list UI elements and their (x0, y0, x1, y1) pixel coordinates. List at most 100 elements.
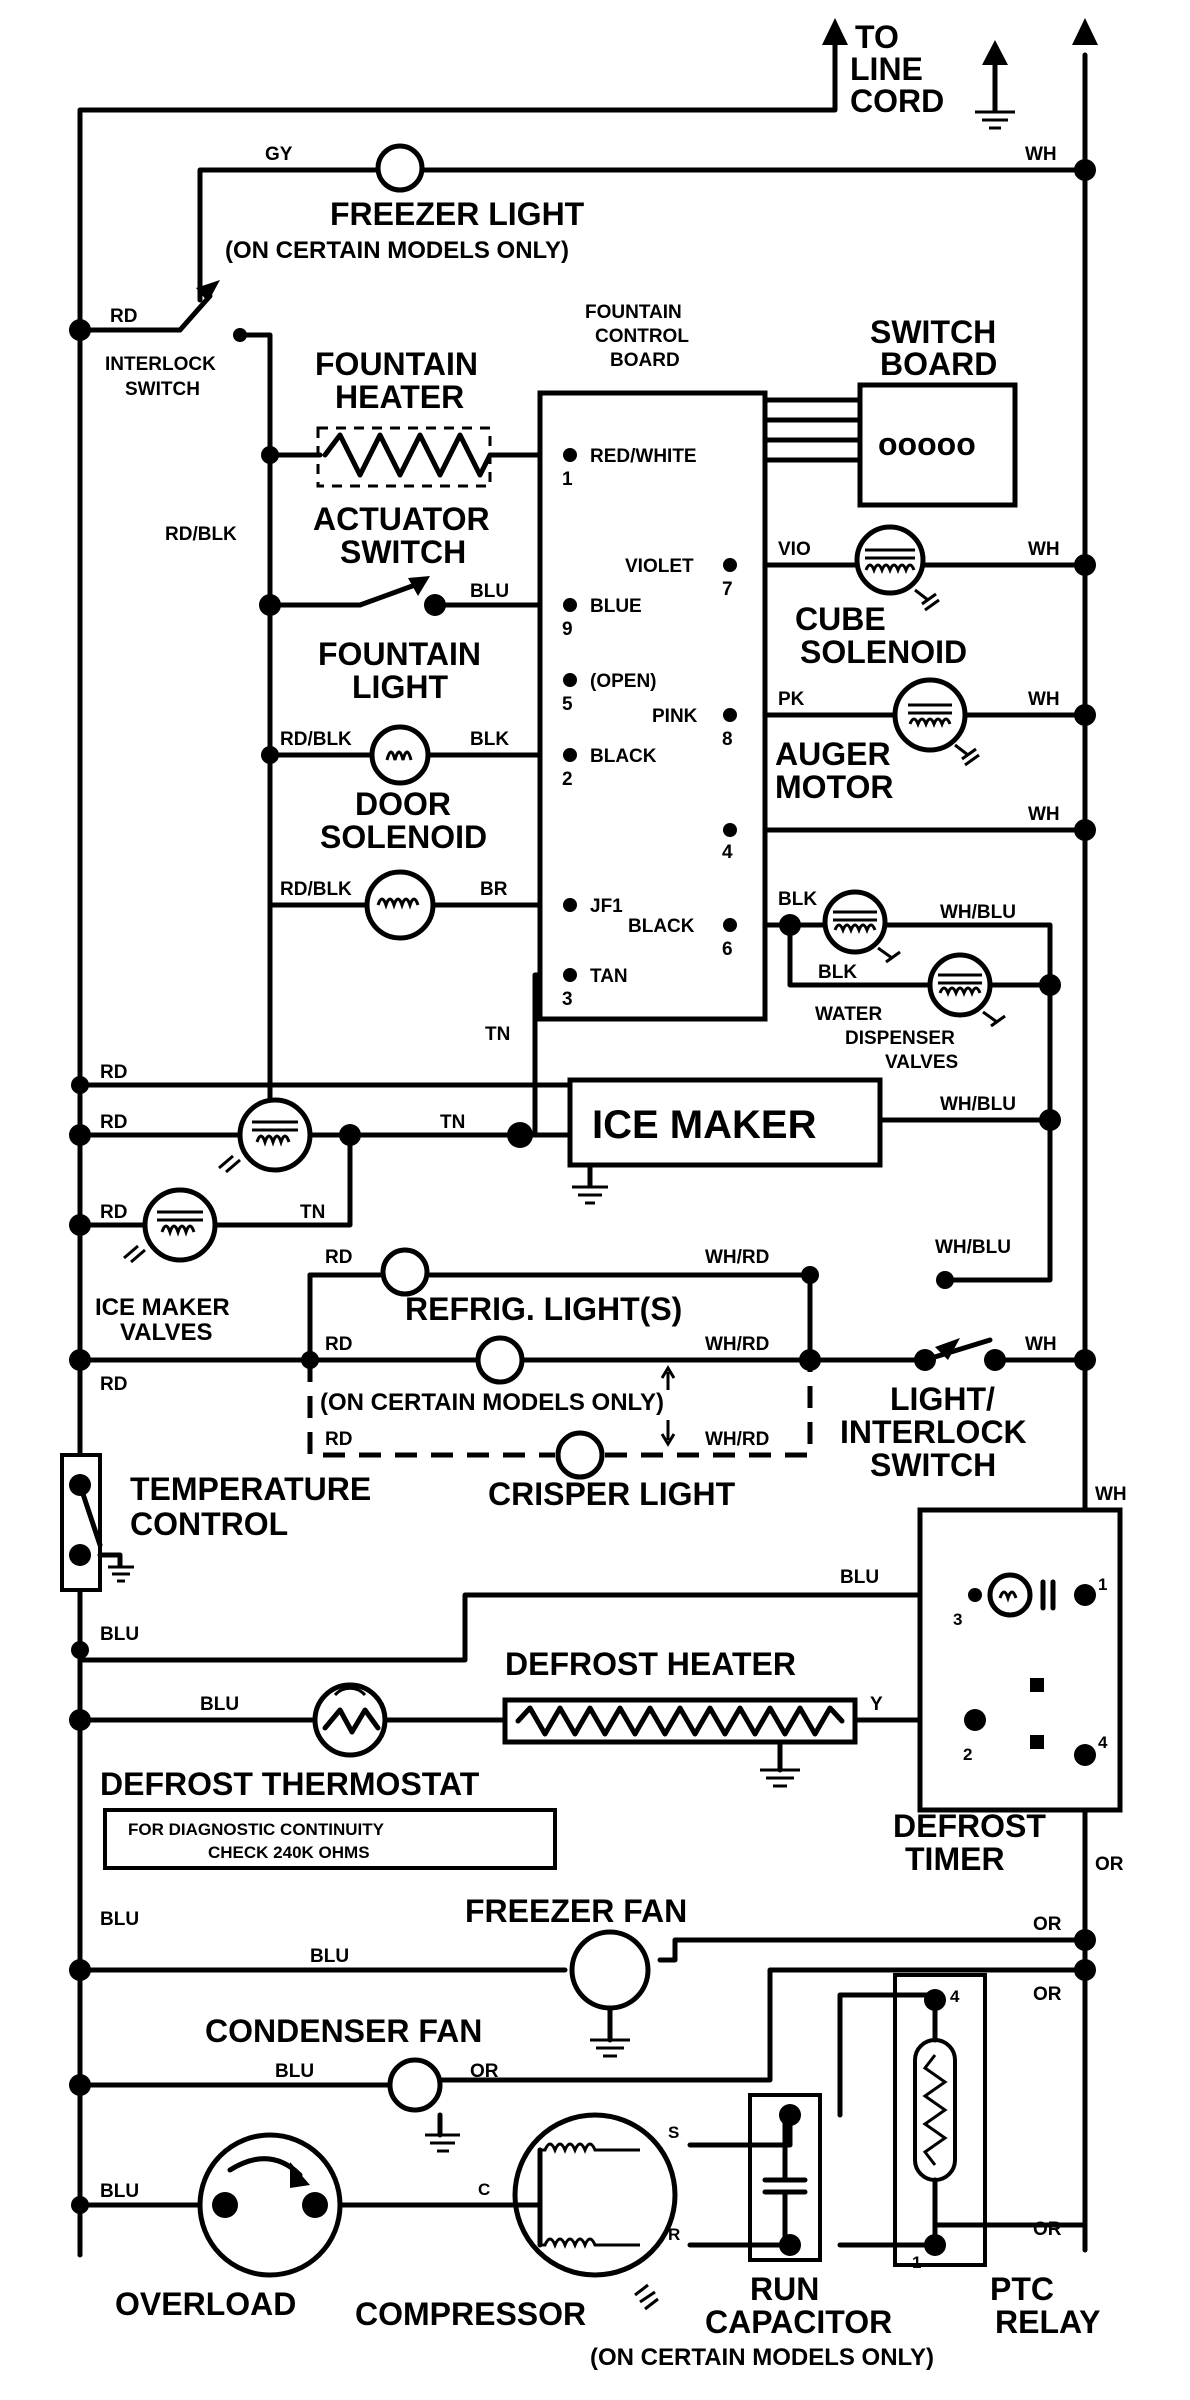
cube-solenoid-label-1: CUBE (795, 601, 886, 637)
door-solenoid (364, 869, 436, 941)
compressor-terminal-s: S (668, 2123, 679, 2142)
fountain-board-label-2: CONTROL (595, 326, 689, 347)
pin-violet: VIOLET (625, 556, 694, 577)
ptc-terminal-4: 4 (950, 1987, 960, 2006)
cube-solenoid (854, 524, 940, 612)
wire-or-4: OR (470, 2061, 499, 2082)
freezer-light (375, 143, 425, 193)
condenser-fan-label: CONDENSER FAN (205, 2013, 482, 2049)
wire-wh-1: WH (1025, 144, 1057, 165)
interlock-switch-label-2: SWITCH (125, 379, 200, 400)
ice-maker-label: ICE MAKER (592, 1103, 817, 1147)
wire-tn-2: TN (440, 1112, 465, 1133)
temp-control-label-1: TEMPERATURE (130, 1471, 371, 1507)
pin-tan: TAN (590, 966, 628, 987)
pin-6-number: 6 (722, 939, 733, 960)
timer-terminal-1: 1 (1098, 1575, 1107, 1594)
wire-rd-blk-3: RD/BLK (280, 879, 352, 900)
to-line-cord-label-3: CORD (850, 83, 944, 119)
wire-rd-5: RD (325, 1247, 352, 1268)
timer-terminal-4: 4 (1098, 1733, 1108, 1752)
pin-black-2: BLACK (590, 746, 657, 767)
fountain-light-label-2: LIGHT (352, 669, 448, 705)
pin-open: (OPEN) (590, 671, 657, 692)
pin-black-6: BLACK (628, 916, 695, 937)
timer-terminal-2: 2 (963, 1745, 972, 1764)
ptc-terminal-1: 1 (912, 2253, 921, 2272)
water-valves-label-1: WATER (815, 1004, 882, 1025)
defrost-thermostat-label: DEFROST THERMOSTAT (100, 1766, 480, 1802)
wire-wh-blu-3: WH/BLU (935, 1237, 1011, 1258)
switch-board-label-1: SWITCH (870, 314, 996, 350)
freezer-fan (569, 1929, 651, 2058)
refrig-light-middle (475, 1335, 525, 1385)
wire-wh-rd-2: WH/RD (705, 1334, 769, 1355)
wire-rd-6: RD (100, 1374, 127, 1395)
ice-maker-valves-label-2: VALVES (120, 1319, 212, 1346)
compressor-label: COMPRESSOR (355, 2296, 586, 2332)
light-interlock-switch (935, 1338, 960, 1360)
light-interlock-label-1: LIGHT/ (890, 1381, 995, 1417)
wire-wh-blu-2: WH/BLU (940, 1094, 1016, 1115)
wire-blu-6: BLU (310, 1946, 349, 1967)
actuator-switch (408, 576, 430, 596)
compressor-terminal-r: R (668, 2225, 680, 2244)
wire-blu-8: BLU (100, 2181, 139, 2202)
light-interlock-label-3: SWITCH (870, 1447, 996, 1483)
fountain-heater-label-2: HEATER (335, 379, 464, 415)
auger-motor-label-2: MOTOR (775, 769, 894, 805)
crisper-light-bulb (555, 1430, 605, 1480)
pin-red-white: RED/WHITE (590, 446, 697, 467)
defrost-thermostat (312, 1682, 388, 1758)
wire-tn-3: TN (300, 1202, 325, 1223)
fountain-heater (316, 426, 493, 488)
run-capacitor (748, 2093, 822, 2262)
wire-vio: VIO (778, 539, 811, 560)
interlock-switch (196, 280, 247, 342)
door-solenoid-label-2: SOLENOID (320, 819, 487, 855)
board-pin-labels: RED/WHITE 1 VIOLET 7 BLUE 9 (OPEN) 5 PIN… (562, 446, 733, 1010)
wire-rd-2: RD (100, 1062, 127, 1083)
wire-blk-3: BLK (818, 962, 857, 983)
compressor-terminal-c: C (478, 2180, 490, 2199)
switch-board (857, 382, 1018, 508)
pin-jf1: JF1 (590, 896, 623, 917)
refrig-lights-label: REFRIG. LIGHT(S) (405, 1291, 682, 1327)
water-valve-top (822, 889, 901, 964)
overload-label: OVERLOAD (115, 2286, 296, 2322)
run-capacitor-label-2: CAPACITOR (705, 2304, 892, 2340)
wire-blu-1: BLU (470, 581, 509, 602)
wire-wh-blu-1: WH/BLU (940, 902, 1016, 923)
wire-blu-5: BLU (100, 1909, 139, 1930)
freezer-light-note: (ON CERTAIN MODELS ONLY) (225, 237, 569, 264)
wire-wh-3: WH (1028, 689, 1060, 710)
up-arrow-icon (660, 1365, 676, 1390)
compressor (497, 2112, 678, 2311)
actuator-switch-label-2: SWITCH (340, 534, 466, 570)
terminal-labels: 1 2 3 4 C S R 1 4 (478, 1575, 1108, 2272)
pin-2-number: 2 (562, 769, 573, 790)
wire-y: Y (870, 1694, 883, 1715)
pin-3-number: 3 (562, 989, 573, 1010)
water-valves-label-3: VALVES (885, 1052, 958, 1073)
to-line-cord-label-1: TO (855, 19, 899, 55)
wire-pk: PK (778, 689, 805, 710)
switch-board-label-2: BOARD (880, 346, 997, 382)
crisper-light-label: CRISPER LIGHT (488, 1476, 736, 1512)
wire-rd-1: RD (110, 306, 137, 327)
wire-wh-4: WH (1028, 804, 1060, 825)
cube-solenoid-label-2: SOLENOID (800, 634, 967, 670)
auger-motor (892, 677, 980, 767)
defrost-heater (502, 1697, 858, 1788)
wire-wh-2: WH (1028, 539, 1060, 560)
wire-wh-5: WH (1025, 1334, 1057, 1355)
wire-or-3: OR (1033, 1984, 1062, 2005)
wire-gy: GY (265, 144, 293, 165)
overload (197, 2132, 343, 2278)
freezer-light-label: FREEZER LIGHT (330, 196, 585, 232)
temperature-control (60, 1453, 134, 1592)
wire-br: BR (480, 879, 508, 900)
water-valve-bottom (927, 952, 1006, 1028)
wire-wh-rd-3: WH/RD (705, 1429, 769, 1450)
